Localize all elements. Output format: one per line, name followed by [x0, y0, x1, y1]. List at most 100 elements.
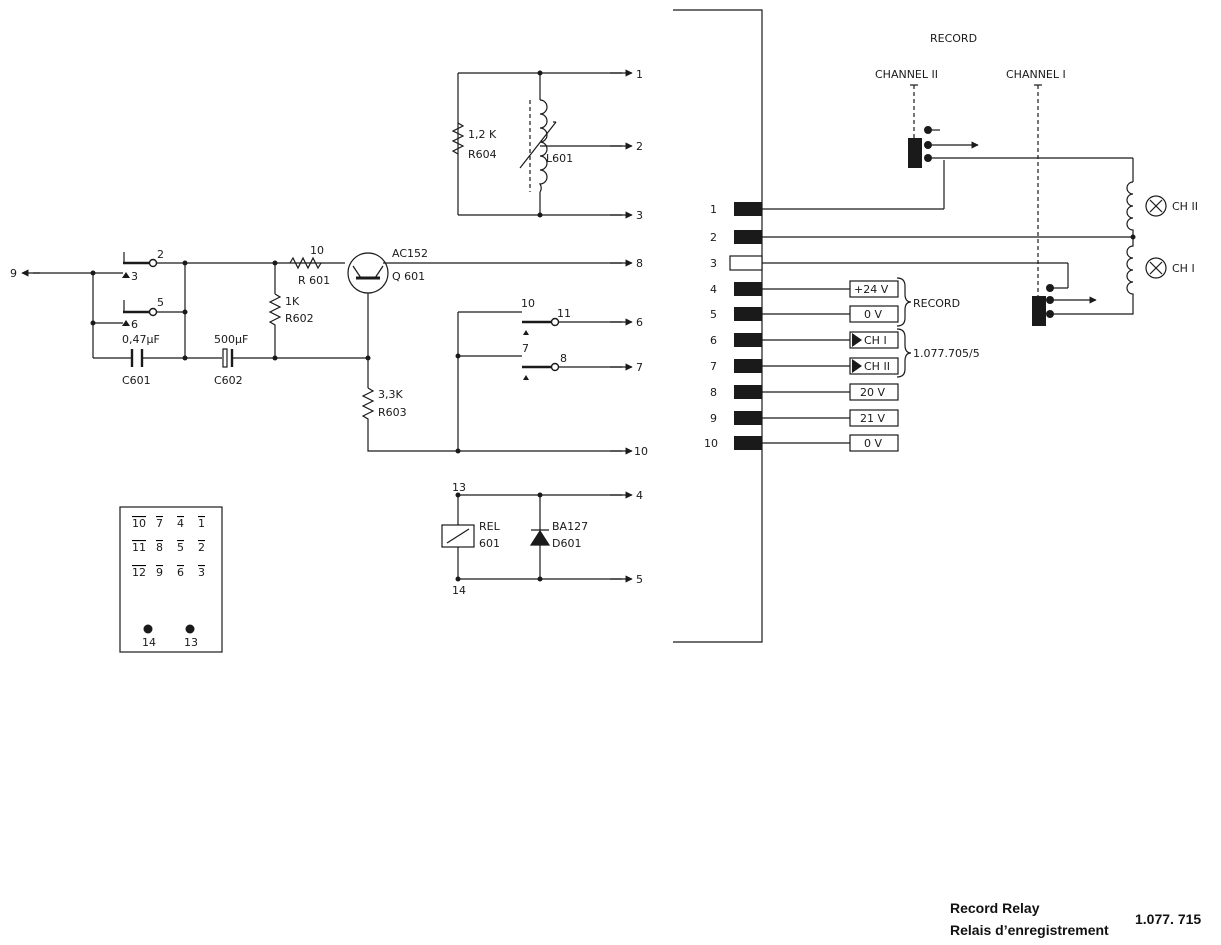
drawing-number: 1.077. 715	[1135, 911, 1202, 927]
contact-3: 3	[131, 270, 138, 283]
title-line-2: Relais d’enregistrement	[950, 922, 1109, 938]
brace-record	[896, 277, 912, 327]
pin5-voltage: 0 V	[864, 308, 882, 321]
connector-pin-6: 6	[710, 334, 717, 347]
r601-ref: R 601	[298, 274, 330, 287]
connector-pin-9: 9	[710, 412, 717, 425]
pinout-r2c2: 8	[156, 541, 163, 554]
r601-resistor	[289, 256, 322, 270]
pin7-label-box	[849, 357, 899, 375]
r601-value: 10	[310, 244, 324, 257]
pinout-r1c1: 10	[132, 517, 146, 530]
r602-resistor	[268, 293, 282, 358]
output-8: 8	[636, 257, 643, 270]
contact-8: 8	[560, 352, 567, 365]
connector-pin-3: 3	[710, 257, 717, 270]
r604-value: 1,2 K	[468, 128, 497, 141]
ch2-head-coil	[1126, 181, 1134, 237]
connector-pin-4: 4	[710, 283, 717, 296]
contact-2: 2	[157, 248, 164, 261]
pin4-label-box	[849, 280, 899, 298]
input-9: 9	[10, 267, 17, 280]
r603-resistor	[361, 387, 622, 452]
record-header: RECORD	[930, 32, 977, 45]
connector-pin-7: 7	[710, 360, 717, 373]
pin7-channel: CH II	[864, 360, 890, 373]
output-4: 4	[636, 489, 643, 502]
rel601-ref: 601	[479, 537, 500, 550]
channel-2-plug	[908, 138, 922, 168]
r602-value: 1K	[285, 295, 300, 308]
channel-2-label: CHANNEL II	[875, 68, 938, 81]
c601-value: 0,47µF	[122, 333, 160, 346]
output-10: 10	[634, 445, 648, 458]
output-6: 6	[636, 316, 643, 329]
pin8-label-box	[849, 383, 899, 401]
pinout-coil-14: 14	[142, 636, 156, 649]
c601-ref: C601	[122, 374, 151, 387]
brace-ref-label: 1.077.705/5	[913, 347, 980, 360]
ch1-head-label: CH I	[1172, 262, 1195, 275]
pin4-voltage: +24 V	[854, 283, 889, 296]
c602-ref: C602	[214, 374, 243, 387]
pinout-r1c4: 1	[198, 517, 205, 530]
l601-coil	[538, 99, 548, 193]
pinout-r3c4: 3	[198, 566, 205, 579]
q601-ref: Q 601	[392, 270, 425, 283]
brace-record-label: RECORD	[913, 297, 960, 310]
r604-ref: R604	[468, 148, 497, 161]
pinout-coil-13: 13	[184, 636, 198, 649]
title-block: Record Relay Relais d’enregistrement 1.0…	[950, 900, 1210, 944]
d601-ref: D601	[552, 537, 581, 550]
title-line-1: Record Relay	[950, 900, 1040, 916]
pinout-r1c3: 4	[177, 517, 184, 530]
pin5-label-box	[849, 305, 899, 323]
pin10-voltage: 0 V	[864, 437, 882, 450]
r603-ref: R603	[378, 406, 407, 419]
channel-1-label: CHANNEL I	[1006, 68, 1066, 81]
output-1: 1	[636, 68, 643, 81]
board-outline	[673, 9, 763, 643]
contact-10: 10	[521, 297, 535, 310]
output-7: 7	[636, 361, 643, 374]
relay-pin-13: 13	[452, 481, 466, 494]
contact-6: 6	[131, 318, 138, 331]
c602-value: 500µF	[214, 333, 248, 346]
pinout-r1c2: 7	[156, 517, 163, 530]
contact-7: 7	[522, 342, 529, 355]
r602-ref: R602	[285, 312, 314, 325]
pinout-r3c1: 12	[132, 566, 146, 579]
pin9-voltage: 21 V	[860, 412, 885, 425]
pinout-r3c2: 9	[156, 566, 163, 579]
d601-type: BA127	[552, 520, 588, 533]
ch2-head-label: CH II	[1172, 200, 1198, 213]
pin8-voltage: 20 V	[860, 386, 885, 399]
q601-type: AC152	[392, 247, 428, 260]
connector-pin-2: 2	[710, 231, 717, 244]
pin6-channel: CH I	[864, 334, 887, 347]
rel601-coil	[441, 524, 475, 548]
r604-resistor	[451, 122, 465, 155]
connector-pin-10: 10	[704, 437, 718, 450]
c602-capacitor	[222, 348, 228, 368]
pinout-r3c3: 6	[177, 566, 184, 579]
output-2: 2	[636, 140, 643, 153]
d601-diode	[529, 529, 551, 546]
output-3: 3	[636, 209, 643, 222]
relay-pinout-box	[119, 506, 223, 653]
rel601-type: REL	[479, 520, 501, 533]
q601-transistor	[347, 252, 389, 294]
contact-11: 11	[557, 307, 571, 320]
relay-pin-14: 14	[452, 584, 466, 597]
output-5: 5	[636, 573, 643, 586]
r603-value: 3,3K	[378, 388, 403, 401]
pin9-label-box	[849, 409, 899, 427]
pinout-r2c3: 5	[177, 541, 184, 554]
connector-pin-1: 1	[710, 203, 717, 216]
pin6-label-box	[849, 331, 899, 349]
pin10-label-box	[849, 434, 899, 452]
connector-pin-8: 8	[710, 386, 717, 399]
pinout-r2c4: 2	[198, 541, 205, 554]
ch1-head-coil	[1050, 237, 1134, 315]
